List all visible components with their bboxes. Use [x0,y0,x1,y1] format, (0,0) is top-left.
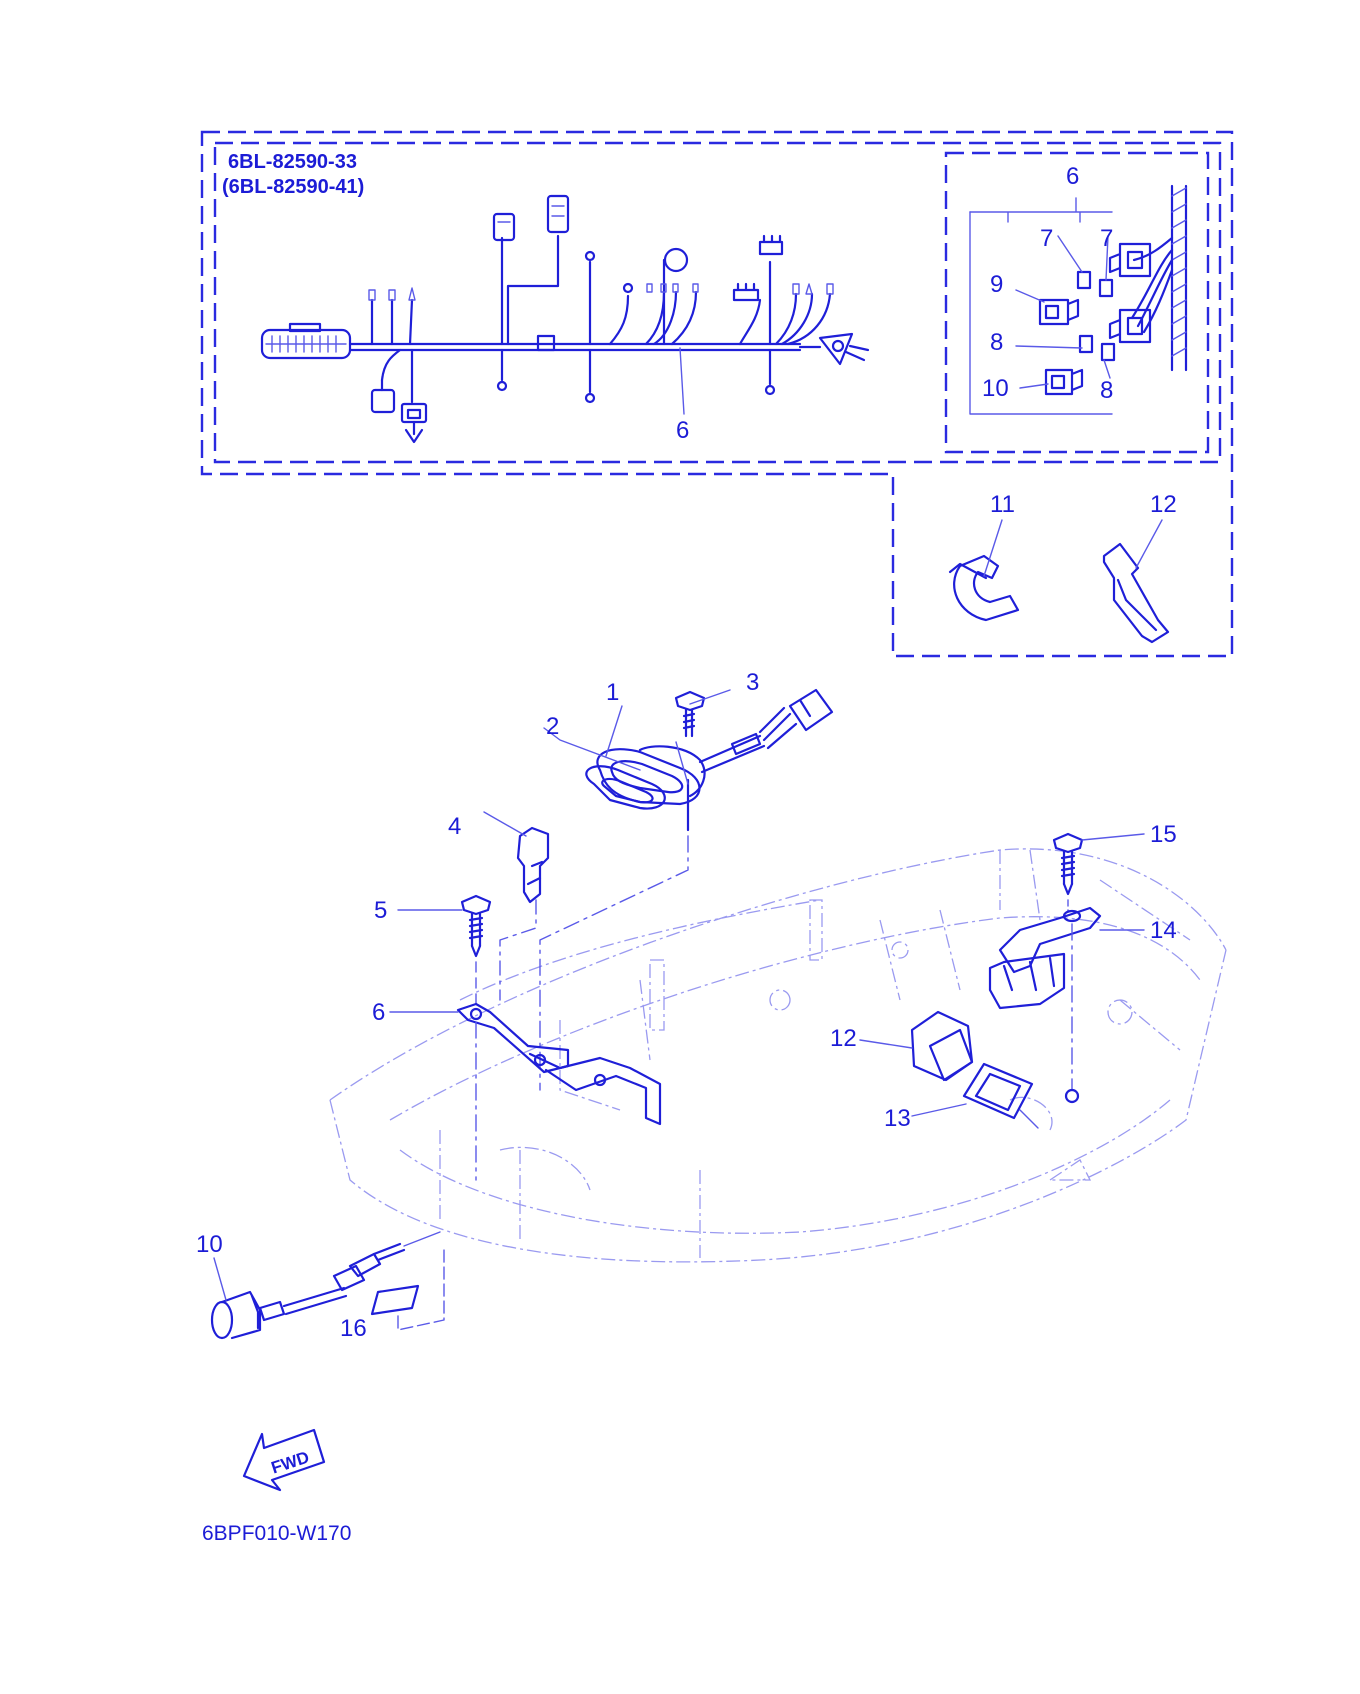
clamp-12 [1102,519,1170,644]
callout-17: 14 [1150,917,1177,944]
callout-6-harness: 6 [676,417,689,444]
callout-15: 12 [830,1025,857,1052]
callout-19: 16 [340,1315,367,1342]
sensor-13 [210,1231,441,1340]
callout-3: 3 [746,669,759,696]
callout-11: 11 [990,491,1015,518]
kit-boundary [200,130,1234,658]
callout-5: 5 [374,897,387,924]
callout-6-inset: 6 [1066,163,1079,190]
kit-code-primary: 6BL-82590-33 [228,151,357,173]
callout-8-right: 8 [1100,377,1113,404]
cap-15 [859,1010,974,1082]
clamp-11 [948,519,1020,622]
bracket-4 [389,1002,662,1181]
callout-14: 4 [448,813,461,840]
screw-18 [1052,832,1145,913]
callout-2: 2 [546,713,559,740]
seal-16 [911,1062,1039,1129]
callout-7-right: 7 [1100,225,1113,252]
callout-18: 15 [1150,821,1177,848]
callout-8-left: 8 [990,329,1003,356]
bottom-cowling [329,848,1227,1263]
kit-code-alt: (6BL-82590-41) [222,176,364,198]
callout-4: 6 [372,999,385,1026]
grommet-assembly [539,688,834,1091]
figure-code: 6BPF010-W170 [202,1522,351,1545]
bracket-17 [988,906,1145,1104]
callout-10: 10 [982,375,1009,402]
callout-12: 12 [1150,491,1177,518]
label-19 [370,1245,445,1331]
inset-connectors [969,184,1188,415]
callout-16: 13 [884,1105,911,1132]
clip-14 [483,811,550,1001]
callout-9: 9 [990,271,1003,298]
callout-1: 1 [606,679,619,706]
callout-7-left: 7 [1040,225,1053,252]
wire-harness [260,194,870,444]
screw-5 [397,894,492,1011]
callout-13: 10 [196,1231,223,1258]
fwd-arrow-icon: FWD [242,1428,326,1492]
